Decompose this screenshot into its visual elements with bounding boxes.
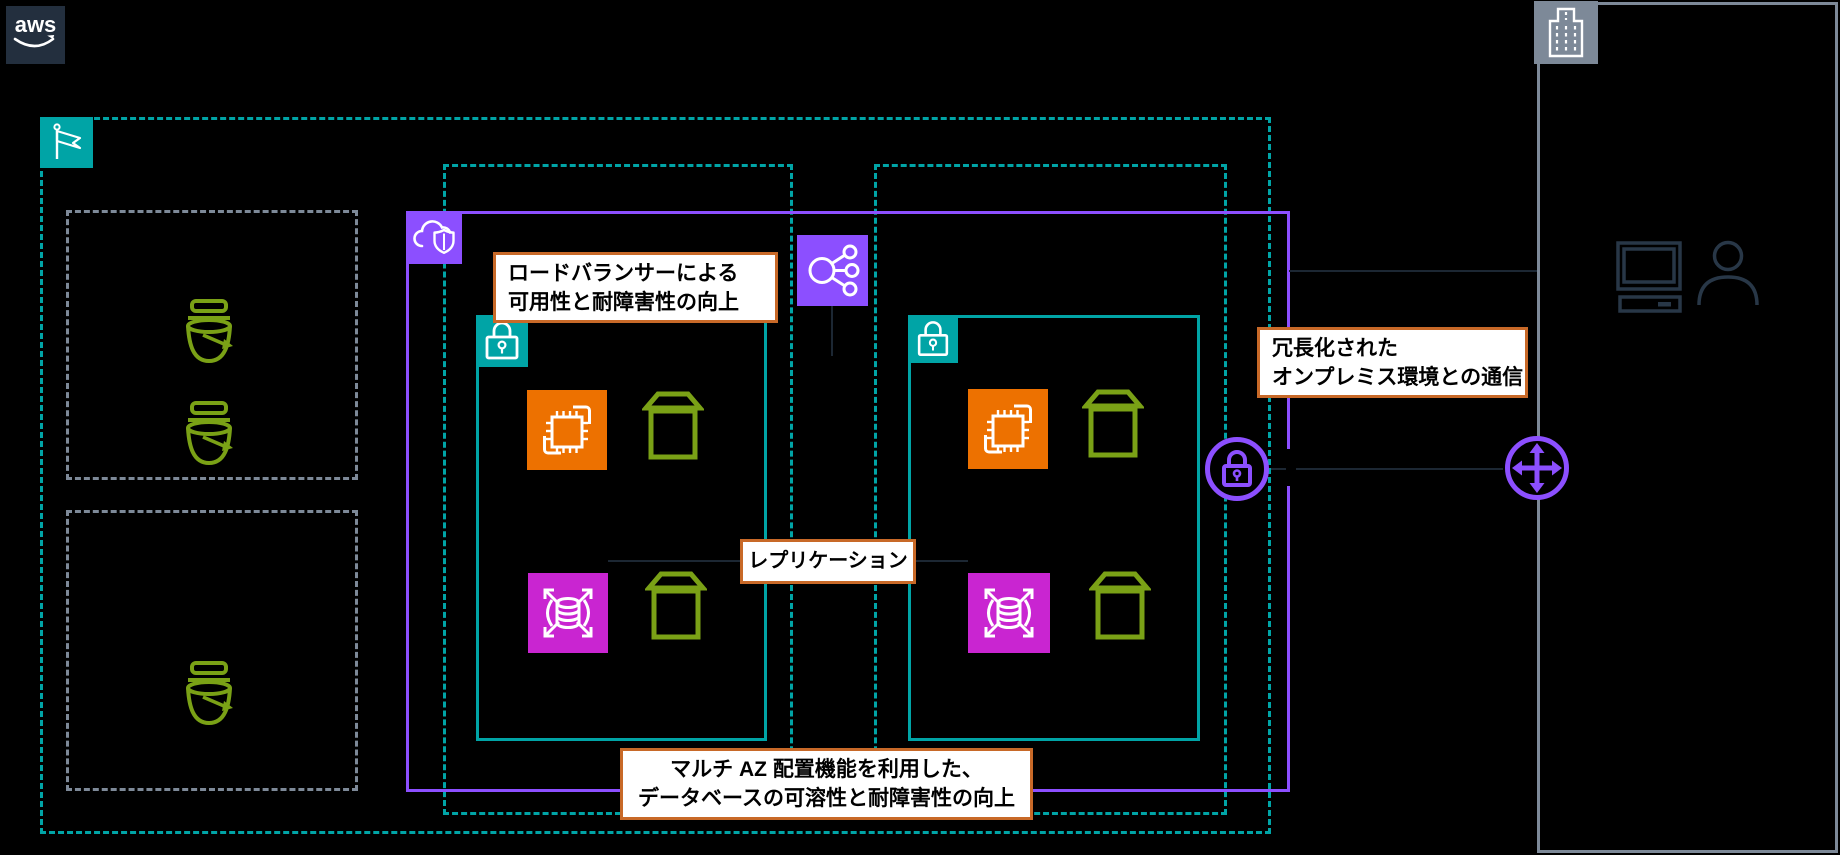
ec2-instance-icon bbox=[527, 390, 607, 470]
note-replication: レプリケーション bbox=[740, 539, 916, 584]
s3-bucket-icon bbox=[180, 299, 238, 372]
private-subnet-2-boundary bbox=[908, 315, 1200, 741]
note-load-balancer-line1: ロードバランサーによる bbox=[508, 261, 739, 285]
note-onprem-line1: 冗長化された bbox=[1272, 336, 1398, 360]
elb-glyph bbox=[808, 244, 860, 297]
elastic-load-balancer-icon bbox=[797, 235, 868, 306]
connection-elb-down bbox=[831, 306, 833, 356]
ebs-volume-icon bbox=[640, 391, 706, 467]
ec2-glyph bbox=[543, 405, 591, 455]
ebs-volume-icon bbox=[1087, 571, 1153, 647]
corporate-building-icon bbox=[1534, 1, 1598, 64]
rds-multi-az-icon bbox=[528, 573, 608, 653]
note-multi-az-line2: データベースの可溶性と耐障害性の向上 bbox=[638, 787, 1015, 810]
rds-glyph bbox=[543, 588, 593, 638]
line-gap-patch bbox=[1286, 449, 1296, 486]
region-flag-icon bbox=[40, 117, 93, 168]
availability-zone-1-boundary bbox=[443, 164, 793, 815]
ec2-glyph bbox=[984, 404, 1032, 454]
storage-group-2-boundary bbox=[66, 510, 358, 791]
storage-group-1-boundary bbox=[66, 210, 358, 480]
note-multi-az-line1: マルチ AZ 配置機能を利用した、 bbox=[670, 758, 983, 781]
aws-cloud-region-boundary bbox=[40, 117, 1271, 834]
connection-vpngateway-to-router bbox=[1271, 468, 1503, 470]
note-multi-az: マルチ AZ 配置機能を利用した、 データベースの可溶性と耐障害性の向上 bbox=[620, 748, 1033, 820]
note-replication-line1: レプリケーション bbox=[748, 550, 908, 572]
aws-logo-text: aws bbox=[14, 12, 57, 37]
private-subnet-1-boundary bbox=[476, 315, 767, 741]
aws-smile-icon bbox=[13, 35, 54, 48]
lock-glyph bbox=[917, 321, 949, 356]
desktop-computer-icon bbox=[1616, 241, 1686, 318]
s3-bucket-icon bbox=[180, 401, 238, 474]
vpc-glyph bbox=[413, 220, 455, 254]
vpn-gateway-icon bbox=[1203, 435, 1271, 508]
s3-bucket-icon bbox=[180, 661, 238, 734]
ebs-volume-icon bbox=[1080, 389, 1146, 465]
rds-multi-az-icon bbox=[968, 573, 1050, 653]
building-glyph bbox=[1548, 7, 1584, 58]
onpremises-datacenter-boundary bbox=[1537, 2, 1838, 853]
flag-glyph bbox=[53, 123, 82, 159]
note-load-balancer: ロードバランサーによる 可用性と耐障害性の向上 bbox=[493, 252, 778, 323]
ec2-instance-icon bbox=[968, 389, 1048, 469]
private-subnet-lock-icon bbox=[908, 315, 958, 363]
connection-vpc-to-onprem bbox=[1289, 270, 1537, 272]
lock-glyph bbox=[485, 321, 519, 360]
user-icon bbox=[1692, 239, 1763, 319]
private-subnet-lock-icon bbox=[476, 315, 528, 367]
note-onprem-line2: オンプレミス環境との通信 bbox=[1272, 365, 1524, 389]
vpc-icon bbox=[406, 211, 462, 264]
router-icon bbox=[1503, 434, 1571, 507]
aws-logo: aws bbox=[6, 6, 65, 64]
rds-glyph bbox=[984, 588, 1034, 638]
ebs-volume-icon bbox=[643, 571, 709, 647]
note-onprem-link: 冗長化された オンプレミス環境との通信 bbox=[1257, 327, 1528, 398]
note-load-balancer-line2: 可用性と耐障害性の向上 bbox=[508, 290, 739, 314]
